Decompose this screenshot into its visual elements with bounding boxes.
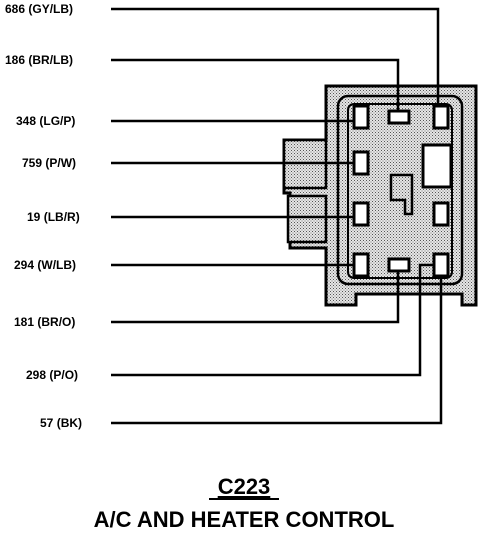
terminal-cavity <box>352 252 370 278</box>
terminal-cavity <box>432 201 450 227</box>
terminal-cavities <box>352 104 450 278</box>
wire-leader-298 <box>111 263 434 377</box>
wire-label-186: 186 (BR/LB) <box>5 53 73 67</box>
wire-label-19: 19 (LB/R) <box>27 210 80 224</box>
wire-leader-181 <box>111 271 400 324</box>
terminal-cavity <box>387 109 411 125</box>
wire-label-57: 57 (BK) <box>40 416 82 430</box>
connector-id: C223 <box>218 474 271 499</box>
wire-label-686: 686 (GY/LB) <box>5 2 73 16</box>
terminal-cavity <box>352 201 370 227</box>
terminal-cavity <box>352 104 370 130</box>
wire-label-298: 298 (P/O) <box>26 368 78 382</box>
terminal-cavity <box>387 257 411 273</box>
wire-leaders <box>111 7 443 425</box>
wire-label-348: 348 (LG/P) <box>16 114 75 128</box>
connector-title: A/C AND HEATER CONTROL <box>94 507 395 532</box>
terminal-cavity <box>432 252 450 278</box>
terminal-cavity <box>432 104 450 130</box>
wire-label-294: 294 (W/LB) <box>14 258 76 272</box>
wire-leader-186 <box>111 58 400 111</box>
wire-leader-57 <box>111 276 443 425</box>
terminal-cavity <box>352 150 370 176</box>
wire-leader-686 <box>111 7 440 106</box>
wire-label-181: 181 (BR/O) <box>14 315 75 329</box>
wire-labels: 686 (GY/LB) 186 (BR/LB) 348 (LG/P) 759 (… <box>5 2 82 430</box>
wire-label-759: 759 (P/W) <box>22 156 76 170</box>
